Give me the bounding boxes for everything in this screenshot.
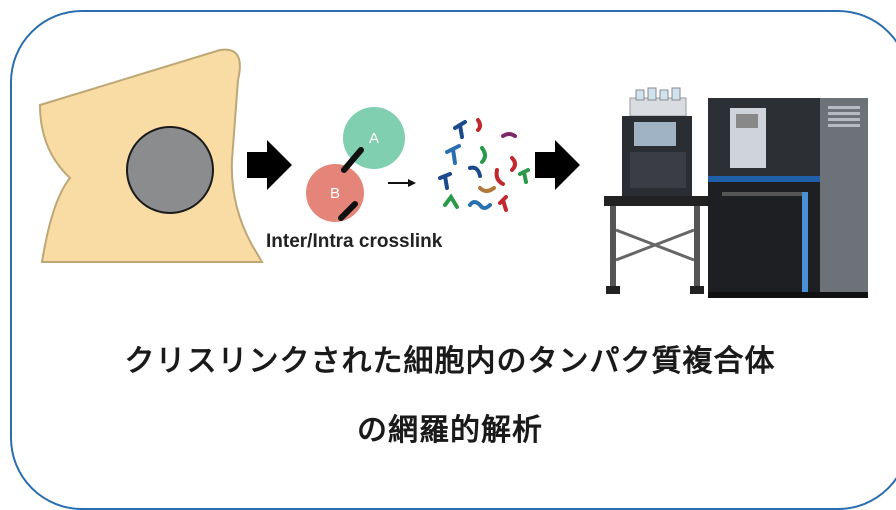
- protein-b-label: B: [330, 185, 340, 202]
- small-arrow-icon: [388, 179, 416, 187]
- workflow-illustration: A B: [38, 48, 868, 298]
- inter-crosslink: [341, 147, 364, 173]
- crosslink-label: Inter/Intra crosslink: [266, 231, 443, 252]
- arrow-icon: [247, 140, 292, 190]
- arrow-icon: [535, 140, 580, 190]
- caption-line-1: クリスリンクされた細胞内のタンパク質複合体: [124, 344, 776, 379]
- nucleus-icon: [126, 126, 214, 214]
- peptide-fragments-icon: [438, 118, 530, 212]
- protein-b-node: B: [306, 164, 364, 222]
- intra-crosslink: [338, 201, 358, 221]
- mass-spectrometer-icon: [604, 87, 868, 298]
- protein-a-label: A: [369, 130, 379, 147]
- caption-line-2: の網羅的解析: [357, 413, 543, 448]
